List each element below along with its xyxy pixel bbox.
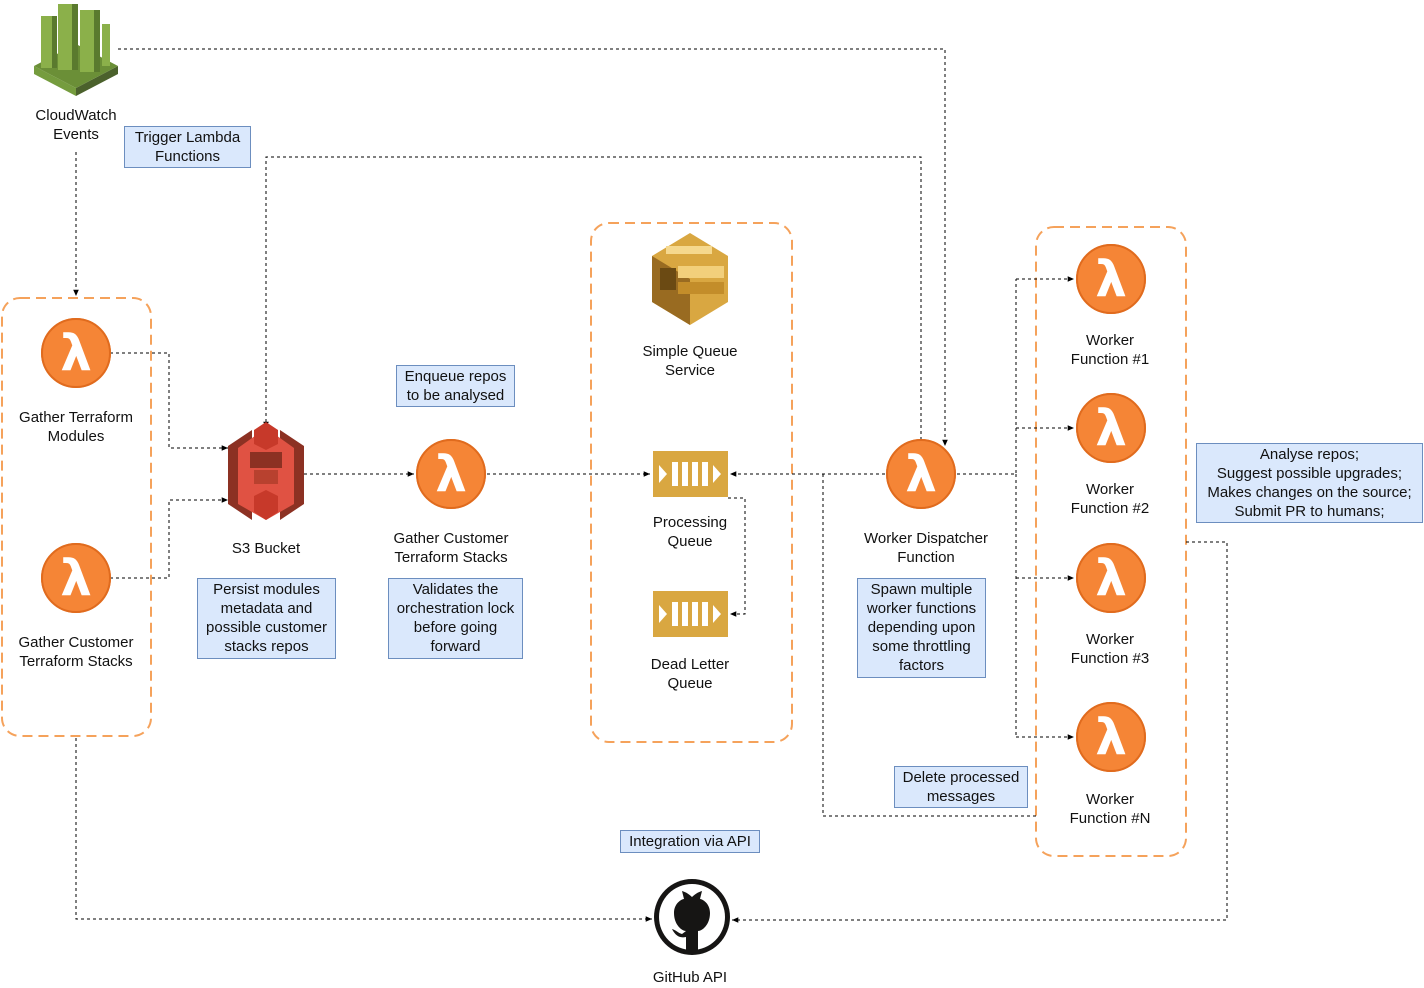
edge-dispatcher-to-s3 <box>263 156 922 446</box>
edge-workers-delete-messages <box>822 474 1036 817</box>
note-integration: Integration via API <box>620 830 760 853</box>
group-gather-functions <box>1 297 152 737</box>
dead-letter-queue-label: Dead Letter Queue <box>650 656 730 692</box>
lambda-icon: λ <box>1076 393 1146 463</box>
lambda-icon: λ <box>1076 702 1146 772</box>
lambda-icon: λ <box>1076 244 1146 314</box>
svg-text:λ: λ <box>60 549 92 607</box>
queue-icon <box>653 451 728 497</box>
worker3-label: Worker Function #3 <box>1070 631 1150 667</box>
processing-queue-label: Processing Queue <box>652 514 728 550</box>
cloudwatch-label: CloudWatch Events <box>35 107 117 143</box>
lambda-icon: λ <box>41 543 111 613</box>
svg-text:λ: λ <box>1095 250 1127 308</box>
note-delete: Delete processed messages <box>894 766 1028 808</box>
edge-workers-to-github <box>732 541 1228 923</box>
sqs-icon <box>652 233 728 325</box>
github-label: GitHub API <box>652 969 728 986</box>
dispatcher-label: Worker Dispatcher Function <box>864 530 988 566</box>
worker1-label: Worker Function #1 <box>1070 332 1150 368</box>
edge-cloudwatch-to-dispatcher <box>118 48 948 446</box>
svg-text:λ: λ <box>60 324 92 382</box>
group-sqs <box>590 222 793 743</box>
s3-bucket-icon <box>228 422 304 520</box>
lambda-icon: λ <box>1076 543 1146 613</box>
gather-stacks-mid-label: Gather Customer Terraform Stacks <box>393 530 509 566</box>
lambda-icon: λ <box>886 439 956 509</box>
github-icon <box>654 879 730 955</box>
s3-bucket-label: S3 Bucket <box>231 540 301 557</box>
gather-stacks-left-label: Gather Customer Terraform Stacks <box>18 634 134 670</box>
sqs-label: Simple Queue Service <box>642 343 738 379</box>
svg-text:λ: λ <box>905 445 937 503</box>
edge-queue-to-dlq <box>728 497 746 617</box>
note-trigger: Trigger Lambda Functions <box>124 126 251 168</box>
lambda-icon: λ <box>416 439 486 509</box>
edge-dispatcher-to-workers <box>957 279 1017 475</box>
svg-text:λ: λ <box>1095 549 1127 607</box>
note-persist: Persist modules metadata and possible cu… <box>197 578 336 659</box>
edge-stacks-to-s3 <box>110 497 228 579</box>
svg-text:λ: λ <box>435 445 467 503</box>
workerN-label: Worker Function #N <box>1069 791 1151 827</box>
note-validates: Validates the orchestration lock before … <box>388 578 523 659</box>
gather-modules-label: Gather Terraform Modules <box>19 409 133 445</box>
queue-icon <box>653 591 728 637</box>
note-analyse: Analyse repos; Suggest possible upgrades… <box>1196 443 1423 523</box>
worker2-label: Worker Function #2 <box>1070 481 1150 517</box>
note-enqueue: Enqueue repos to be analysed <box>396 365 515 407</box>
cloudwatch-icon <box>34 4 118 96</box>
note-spawn: Spawn multiple worker functions dependin… <box>857 578 986 678</box>
svg-text:λ: λ <box>1095 708 1127 766</box>
lambda-icon: λ <box>41 318 111 388</box>
edge-gather-to-github <box>75 738 652 922</box>
svg-text:λ: λ <box>1095 399 1127 457</box>
